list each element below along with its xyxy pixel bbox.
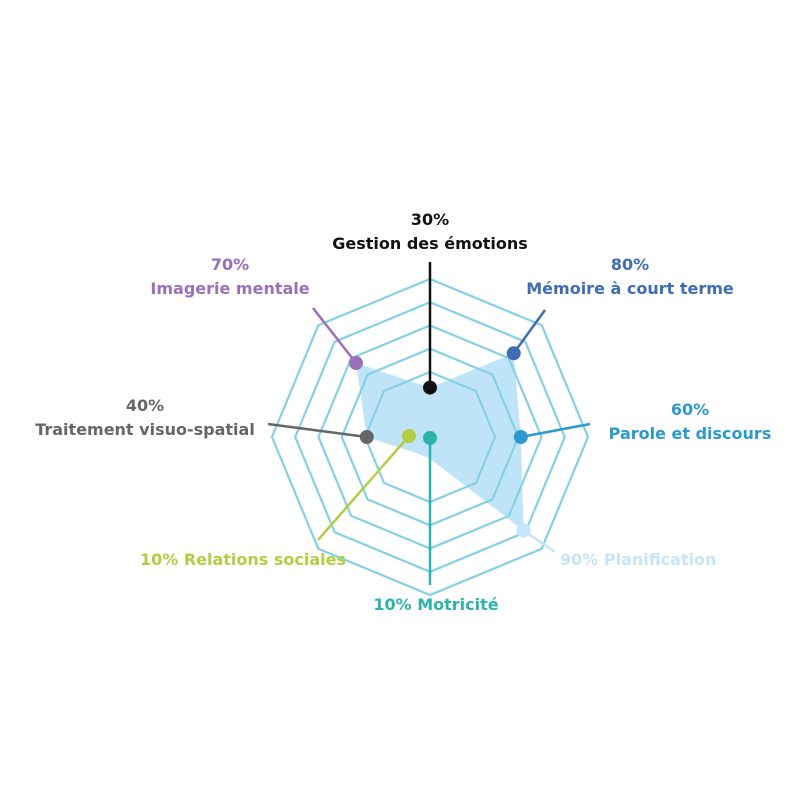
- axis-label: 90% Planification: [560, 550, 716, 569]
- axis-label: Imagerie mentale: [150, 279, 309, 298]
- data-point-6: [359, 430, 374, 444]
- axis-label: Traitement visuo-spatial: [35, 420, 255, 439]
- value-label: 60%: [671, 400, 709, 419]
- data-point-1: [506, 346, 521, 361]
- leader-line: [512, 309, 547, 355]
- value-label: 30%: [411, 210, 449, 229]
- leader-line: [267, 422, 367, 439]
- axis-label: Mémoire à court terme: [526, 279, 734, 298]
- leader-line: [312, 307, 358, 364]
- leader-line: [520, 422, 591, 439]
- value-label: 40%: [126, 396, 164, 415]
- axis-label: Parole et discours: [609, 424, 772, 443]
- value-label: 70%: [211, 255, 249, 274]
- data-point-2: [513, 430, 528, 444]
- grid-ring: [270, 277, 590, 597]
- axis-label: 10% Motricité: [373, 595, 498, 614]
- data-area: [356, 353, 524, 531]
- axis-label: 10% Relations sociales: [140, 550, 346, 569]
- axis-label: Gestion des émotions: [332, 234, 528, 253]
- data-point-7: [349, 356, 364, 371]
- data-point-5: [402, 429, 416, 443]
- data-point-0: [423, 380, 437, 395]
- data-point-4: [423, 431, 437, 445]
- data-point-3: [516, 523, 531, 538]
- value-label: 80%: [611, 255, 649, 274]
- leader-line: [317, 435, 410, 541]
